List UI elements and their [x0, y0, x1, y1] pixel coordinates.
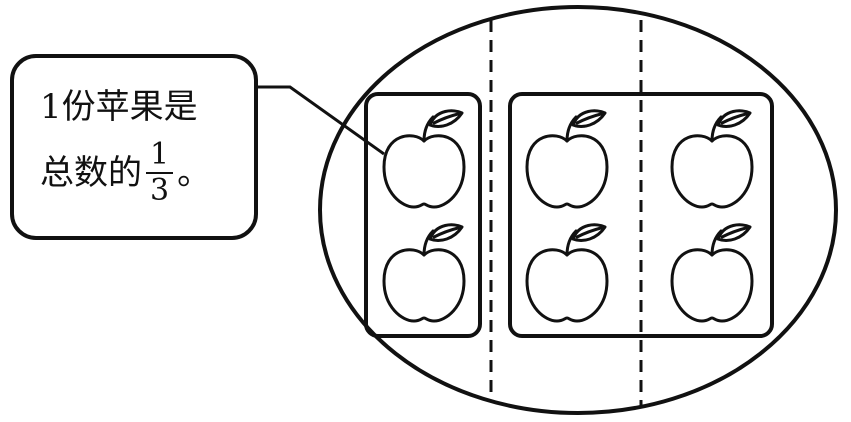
whole-ellipse	[318, 5, 838, 415]
callout-box	[10, 54, 258, 240]
fraction: 1 3	[146, 137, 174, 208]
fraction-numerator: 1	[150, 137, 170, 172]
apple-icon	[382, 223, 466, 323]
fraction-bar	[146, 172, 174, 174]
callout-line-2: 总数的 1 3 。	[40, 140, 211, 206]
apple-icon	[670, 109, 754, 209]
apple-icon	[525, 223, 609, 323]
apple-icon	[382, 109, 466, 209]
two-parts-box	[508, 92, 774, 338]
callout-line-1: 1份苹果是	[40, 87, 198, 127]
fraction-denominator: 3	[150, 173, 170, 208]
callout-connector	[256, 85, 385, 156]
apple-icon	[525, 109, 609, 209]
one-part-box	[364, 92, 482, 338]
callout-line-2-prefix: 总数的	[40, 153, 142, 193]
callout-line-2-suffix: 。	[177, 153, 212, 193]
apple-icon	[670, 223, 754, 323]
